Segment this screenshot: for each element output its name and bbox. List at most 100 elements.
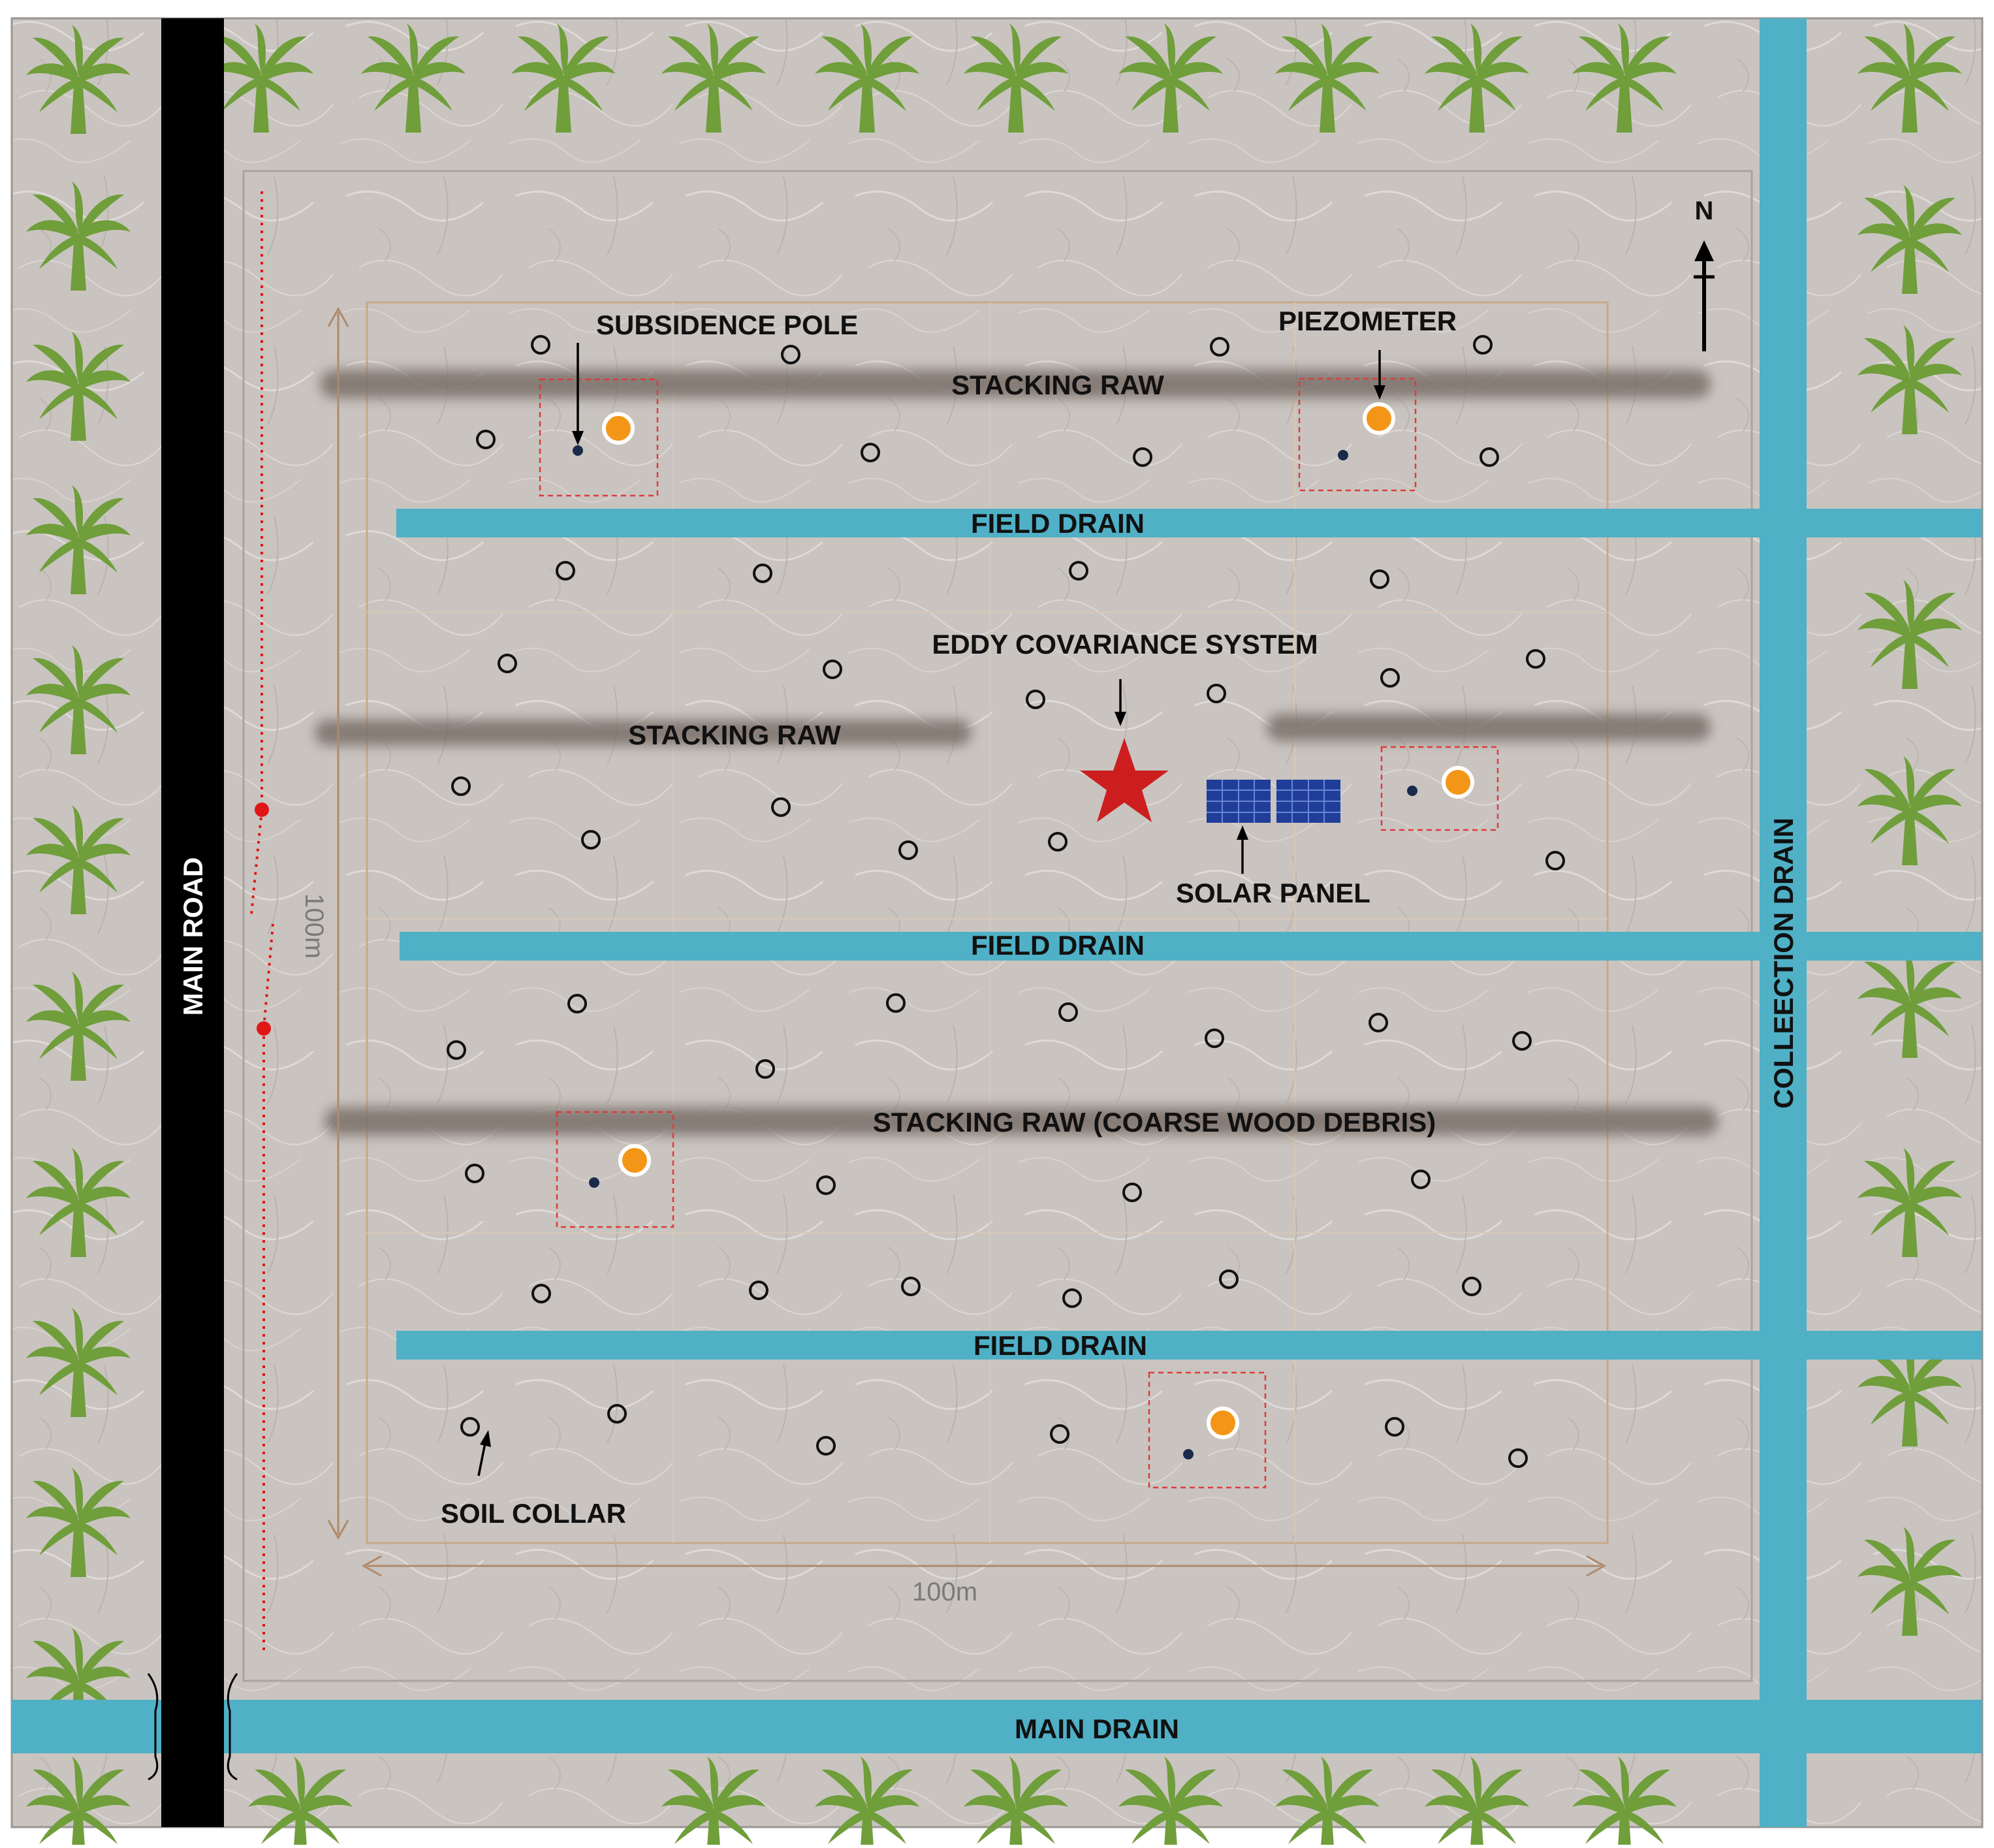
stacking-raw-label-1: STACKING RAW <box>951 370 1164 400</box>
soil-collar-icon <box>1526 649 1545 669</box>
boundary-marker <box>257 1021 271 1036</box>
field-drain-3 <box>396 1331 1982 1360</box>
soil-collar-icon <box>1133 447 1152 467</box>
stacking-rows <box>315 370 1718 1136</box>
piezometer-icon <box>1442 766 1474 799</box>
soil-collar-icon <box>753 564 772 583</box>
subsidence-pole-icon <box>589 1177 599 1188</box>
annotation-arrows <box>477 343 1385 1476</box>
soil-collar-icon <box>1370 569 1389 589</box>
field-drain-label-2: FIELD DRAIN <box>971 930 1145 961</box>
soil-collar-icon <box>531 1284 551 1303</box>
soil-collar-icon <box>1508 1448 1528 1468</box>
site-boundary <box>242 170 1753 1682</box>
sampling-boxes <box>539 377 1499 1489</box>
subsidence-pole-label: SUBSIDENCE POLE <box>596 310 858 340</box>
stacking-raw-label-2: STACKING RAW <box>628 720 841 750</box>
soil-collar-icon <box>1411 1170 1431 1189</box>
dimension-horizontal-label: 100m <box>912 1578 977 1606</box>
soil-collar-label: SOIL COLLAR <box>441 1498 626 1529</box>
subsidence-pole-icon <box>1183 1449 1194 1459</box>
solar-panel-icon <box>1207 780 1340 823</box>
soil-collar-icon <box>1219 1269 1239 1289</box>
soil-collar-icon <box>607 1404 627 1424</box>
soil-collar-icon <box>861 443 880 462</box>
soil-collar-icon <box>451 776 471 796</box>
soil-collar-icon <box>476 430 496 449</box>
soil-collar-icon <box>898 840 918 860</box>
soil-collar-icon <box>755 1059 775 1079</box>
soil-collar-icon <box>886 993 906 1013</box>
subsidence-poles <box>573 445 1417 1459</box>
collection-drain <box>1760 18 1807 1827</box>
subsidence-pole-icon <box>1338 450 1348 460</box>
soil-collar-icon <box>1462 1277 1481 1296</box>
soil-collar-icon <box>447 1040 466 1060</box>
soil-collar-icon <box>1512 1031 1532 1051</box>
soil-collar-icon <box>1473 335 1493 355</box>
soil-collar-icon <box>749 1281 768 1300</box>
soil-collar-icon <box>1062 1288 1082 1308</box>
main-road-label: MAIN ROAD <box>178 857 208 1016</box>
soil-collar-icon <box>1048 832 1068 852</box>
north-arrow-icon <box>1694 240 1715 351</box>
piezometer-icon <box>618 1144 651 1177</box>
soil-collar-icon <box>816 1436 836 1456</box>
main-drain <box>12 1700 1982 1753</box>
solar-panel-label: SOLAR PANEL <box>1176 878 1370 908</box>
eddy-covariance-label: EDDY COVARIANCE SYSTEM <box>932 629 1318 660</box>
soil-collar-icon <box>460 1417 480 1437</box>
soil-collar-icon <box>567 994 587 1013</box>
drains <box>12 18 1982 1827</box>
soil-collar-icon <box>901 1277 921 1296</box>
soil-collar-icon <box>556 561 575 581</box>
collection-drain-label: COLLEECTION DRAIN <box>1768 818 1799 1109</box>
north-label: N <box>1695 197 1714 225</box>
soil-collar-icon <box>816 1175 836 1195</box>
soil-collar-icon <box>465 1164 484 1183</box>
soil-collar-icon <box>1026 690 1045 709</box>
soil-collar-icon <box>1385 1417 1404 1437</box>
soil-collar-icon <box>771 797 791 817</box>
soil-collar-icon <box>1369 1013 1388 1032</box>
dimension-lines <box>327 306 1607 1577</box>
soil-collar-icon <box>1205 1028 1224 1048</box>
soil-collar-icon <box>1545 851 1565 870</box>
soil-collar-icon <box>1480 447 1499 467</box>
soil-collar-icon <box>531 335 550 355</box>
ground <box>12 18 1982 1827</box>
main-drain-label: MAIN DRAIN <box>1015 1713 1179 1744</box>
star-icon <box>1080 738 1169 822</box>
soil-collar-icon <box>1380 668 1400 688</box>
labels: SUBSIDENCE POLE PIEZOMETER STACKING RAW … <box>178 197 1799 1744</box>
road-brackets <box>147 1673 238 1781</box>
subsidence-pole-icon <box>573 445 583 456</box>
soil-collar-icon <box>1050 1424 1069 1444</box>
boundary-marker <box>255 803 269 817</box>
soil-collar-icon <box>1069 561 1088 581</box>
piezometer-icon <box>602 412 635 445</box>
subsidence-pole-icon <box>1407 786 1417 796</box>
stacking-raw-coarse-label: STACKING RAW (COARSE WOOD DEBRIS) <box>873 1107 1436 1138</box>
soil-collar-icon <box>823 660 842 679</box>
piezometer-label: PIEZOMETER <box>1278 306 1457 336</box>
soil-collar-icon <box>1058 1002 1078 1022</box>
field-drain-1 <box>396 509 1982 537</box>
field-drain-label-1: FIELD DRAIN <box>971 508 1145 539</box>
soil-collar-icon <box>581 830 601 850</box>
main-road <box>161 18 224 1827</box>
piezometer-icon <box>1207 1407 1239 1439</box>
dimension-vertical-label: 100m <box>300 893 328 959</box>
soil-collars <box>447 335 1565 1468</box>
field-drain-2 <box>400 932 1982 961</box>
soil-collar-icon <box>1207 684 1226 703</box>
soil-collar-icon <box>498 654 517 673</box>
soil-collar-icon <box>781 345 800 364</box>
piezometers <box>602 402 1474 1439</box>
soil-collar-icon <box>1122 1183 1142 1202</box>
soil-collar-icon <box>1210 337 1229 357</box>
field-drain-label-3: FIELD DRAIN <box>973 1330 1147 1361</box>
piezometer-icon <box>1363 402 1395 435</box>
